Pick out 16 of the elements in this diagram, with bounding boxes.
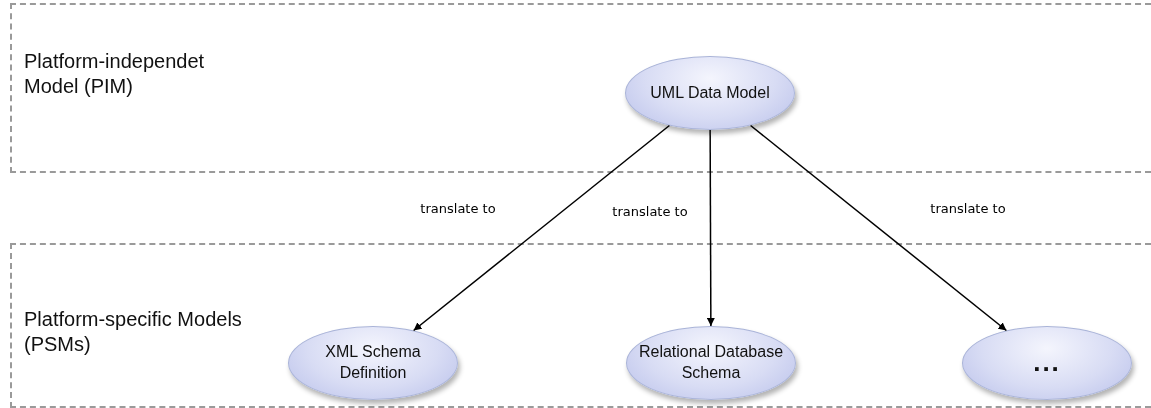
model-label: Relational Database Schema	[637, 342, 785, 383]
model-ellipse	[962, 326, 1132, 400]
arrow	[412, 124, 671, 332]
dashed-region	[10, 3, 1151, 173]
arrow	[749, 124, 1008, 332]
model-label: ...	[1032, 346, 1062, 380]
region-label: Platform-independet Model (PIM)	[24, 49, 206, 99]
region-label: Platform-specific Models (PSMs)	[24, 307, 243, 357]
model-label: UML Data Model	[649, 82, 771, 103]
edge-label: translate to	[418, 201, 498, 216]
model-label: XML Schema Definition	[324, 342, 422, 383]
edge-label: translate to	[928, 201, 1008, 216]
model-ellipse	[288, 326, 458, 400]
edge-label: translate to	[610, 204, 690, 219]
arrow	[706, 129, 715, 327]
dashed-region	[10, 243, 1151, 408]
